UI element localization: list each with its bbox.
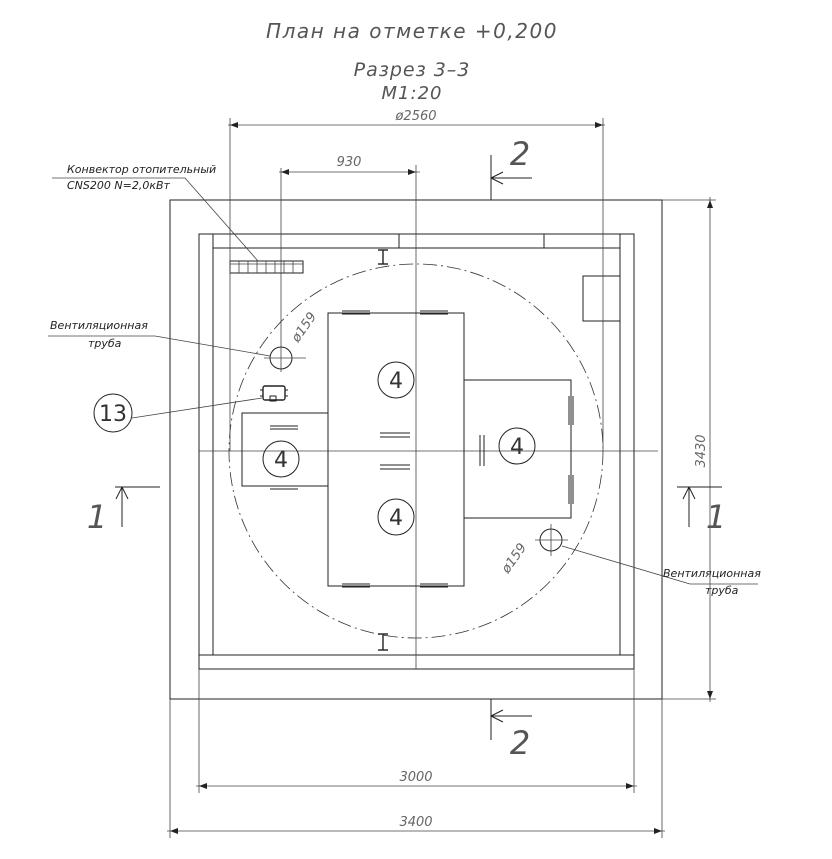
dim-3000-text: 3000 — [399, 770, 432, 785]
equipment-right — [463, 379, 574, 519]
pipe-diameter-right: ø159 — [498, 541, 530, 577]
section-marker-top — [490, 155, 532, 200]
section-marker-right-label: 1 — [706, 498, 726, 536]
equipment-tag-3: 4 — [262, 440, 300, 478]
wall-box — [582, 275, 621, 322]
vent-right-label-2: труба — [705, 584, 739, 597]
item-13-tag-circle — [93, 393, 133, 433]
convector — [229, 260, 304, 274]
top-ledge-left — [212, 233, 400, 249]
vent-left-label-1: Вентиляционная — [50, 319, 148, 332]
section-marker-top-label: 2 — [510, 135, 530, 173]
convector-label-1: Конвектор отопительный — [67, 163, 216, 176]
equipment-tag-1: 4 — [377, 361, 415, 399]
i-beam-bottom — [378, 633, 388, 651]
svg-text:4: 4 — [389, 506, 403, 531]
convector-label-2: CNS200 N=2,0кВт — [67, 179, 171, 192]
scale-title: М1:20 — [382, 83, 443, 104]
dim-930 — [279, 165, 420, 200]
svg-text:4: 4 — [389, 369, 403, 394]
pipe-diameter-left: ø159 — [288, 310, 320, 346]
dim-3430-text: 3430 — [694, 434, 709, 467]
top-ledge-right — [543, 233, 621, 249]
item-13-leader — [131, 397, 263, 419]
section-title: Разрез 3–3 — [354, 59, 471, 81]
plan-title: План на отметке +0,200 — [266, 19, 558, 43]
section-marker-left — [115, 486, 160, 527]
vent-pipe-left — [264, 168, 306, 372]
section-marker-bottom — [490, 699, 532, 740]
item-13-symbol — [260, 385, 288, 402]
dim-circle-diameter-text: ø2560 — [394, 109, 436, 124]
dim-3000 — [196, 669, 637, 793]
item-13-tag: 13 — [99, 402, 127, 427]
equipment-tag-2: 4 — [377, 498, 415, 536]
dim-3430 — [662, 197, 716, 702]
vent-left-leader-diag — [154, 335, 271, 357]
svg-text:4: 4 — [274, 448, 288, 473]
dim-3400-text: 3400 — [399, 815, 432, 830]
vent-pipe-right — [535, 524, 568, 556]
dim-circle-diameter — [228, 118, 605, 451]
svg-text:4: 4 — [510, 435, 524, 460]
section-marker-right — [677, 486, 722, 527]
vent-right-leader — [561, 545, 691, 585]
equipment-left — [241, 412, 329, 490]
dim-3400 — [167, 699, 665, 838]
convector-leader-diag — [184, 177, 259, 262]
section-marker-bottom-label: 2 — [510, 724, 530, 762]
inner-wall — [198, 233, 635, 670]
i-beam-top — [378, 249, 388, 265]
dim-930-text: 930 — [337, 155, 362, 170]
equipment-tag-4: 4 — [498, 427, 536, 465]
vent-left-label-2: труба — [88, 337, 122, 350]
section-marker-left-label: 1 — [87, 498, 107, 536]
vent-right-label-1: Вентиляционная — [663, 567, 761, 580]
equipment-center — [327, 310, 465, 588]
